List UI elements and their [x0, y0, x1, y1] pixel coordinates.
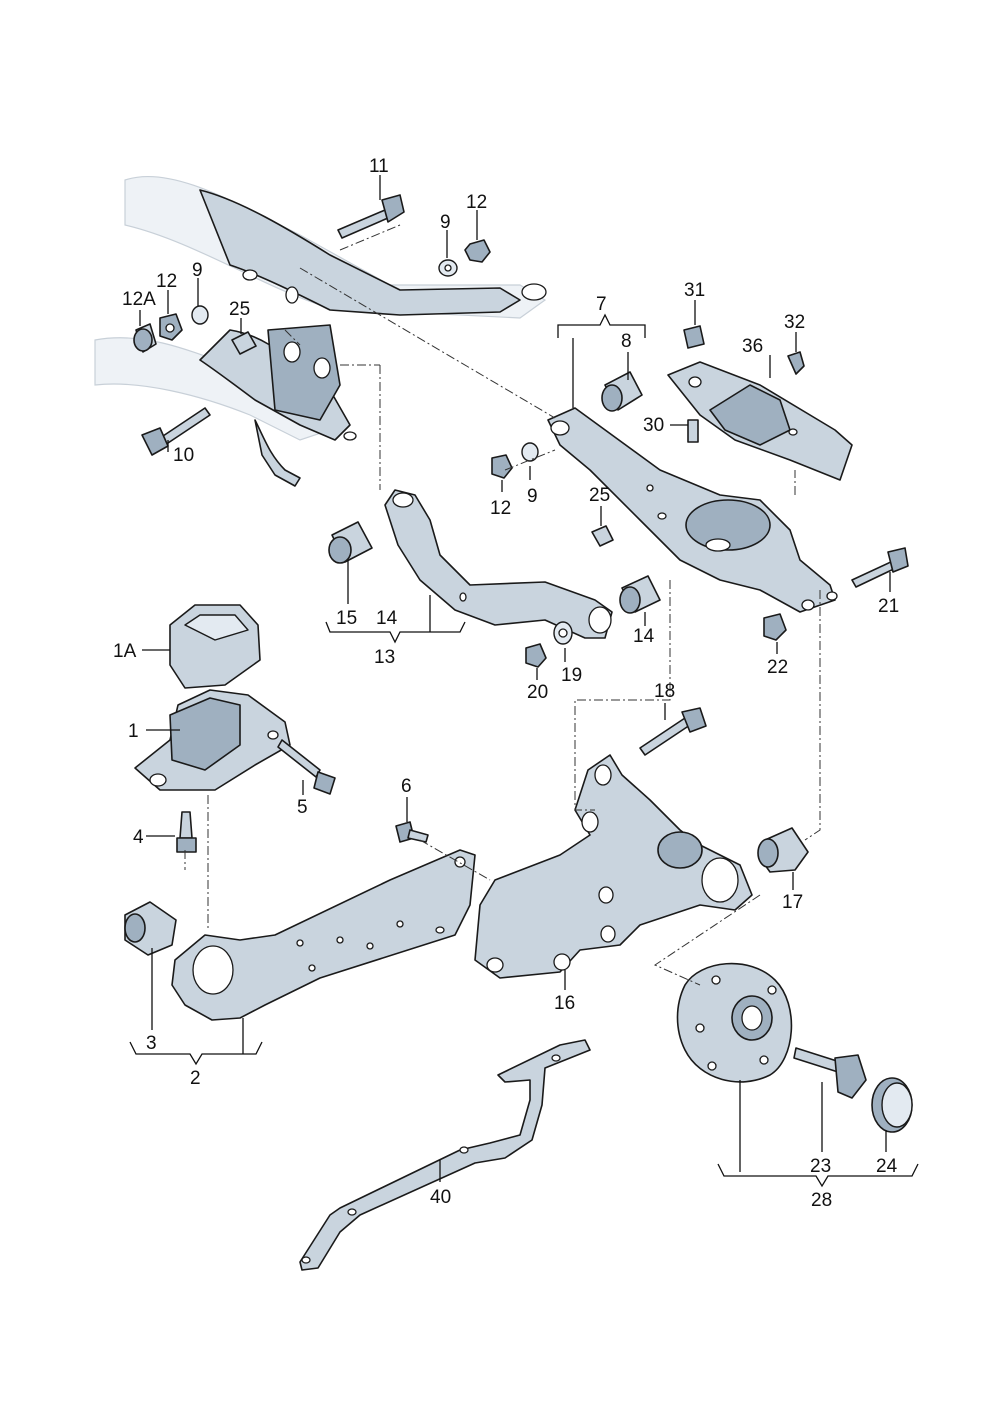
label-13: 13	[374, 647, 395, 668]
bushing-8	[601, 371, 643, 412]
washer-9-top	[438, 259, 458, 277]
callout-labels: 11 9 12 12 9 12A 25 10 7 8 31 32 36 30 1…	[113, 156, 899, 1211]
bolt-18	[639, 707, 707, 756]
clip-25-top	[231, 331, 257, 355]
label-14: 14	[633, 626, 655, 647]
nut-22	[763, 613, 787, 641]
nut-12-top	[464, 239, 491, 263]
hub-cap-24	[871, 1077, 913, 1133]
label-17: 17	[782, 892, 803, 913]
bolt-30	[687, 419, 699, 443]
label-9: 9	[440, 212, 451, 233]
hub-bolt-23	[793, 1047, 867, 1099]
label-24: 24	[876, 1156, 898, 1177]
washer-9-arm	[521, 442, 539, 462]
label-1A: 1A	[113, 641, 137, 662]
label-1: 1	[128, 721, 139, 742]
bushing-17	[757, 827, 809, 873]
label-5: 5	[297, 797, 308, 818]
bolt-6	[395, 821, 429, 843]
label-16: 16	[554, 993, 575, 1014]
label-8: 8	[621, 331, 632, 352]
label-25: 25	[229, 299, 250, 320]
bushing-3	[124, 901, 177, 956]
nut-31	[683, 325, 705, 349]
label-21: 21	[878, 596, 899, 617]
label-4: 4	[133, 827, 144, 848]
spring-plate-36	[667, 361, 853, 481]
label-30: 30	[643, 415, 664, 436]
label-12: 12	[490, 498, 511, 519]
label-2: 2	[190, 1068, 201, 1089]
screw-32	[787, 351, 805, 375]
label-19: 19	[561, 665, 582, 686]
bolt-5	[277, 739, 336, 795]
label-14: 14	[376, 608, 398, 629]
clip-25-arm	[591, 525, 614, 547]
label-40: 40	[430, 1187, 451, 1208]
pad-1A	[169, 604, 261, 689]
leader-lines	[129, 175, 919, 1188]
label-23: 23	[810, 1156, 831, 1177]
bracket-40	[299, 1039, 591, 1271]
label-9: 9	[192, 260, 203, 281]
label-12: 12	[466, 192, 487, 213]
label-20: 20	[527, 682, 548, 703]
eccentric-washer-19	[553, 621, 573, 645]
control-arm-14	[384, 489, 613, 639]
bolt-11	[337, 194, 405, 239]
bushing-14	[619, 575, 661, 614]
label-7: 7	[596, 294, 607, 315]
bushing-15	[328, 521, 373, 564]
label-11: 11	[369, 156, 389, 177]
nut-12-left	[159, 313, 183, 341]
wheel-hub-28	[676, 962, 793, 1083]
label-28: 28	[811, 1190, 832, 1211]
assembly-lines	[184, 224, 821, 986]
screw-4	[176, 811, 197, 853]
label-12: 12	[156, 271, 177, 292]
label-18: 18	[654, 681, 675, 702]
label-9: 9	[527, 486, 538, 507]
label-10: 10	[173, 445, 194, 466]
label-32: 32	[784, 312, 805, 333]
label-15: 15	[336, 608, 357, 629]
label-6: 6	[401, 776, 412, 797]
bushing-12A	[133, 323, 157, 353]
bolt-21	[851, 547, 909, 588]
label-31: 31	[684, 280, 705, 301]
washer-9-left	[191, 305, 209, 325]
nut-20	[525, 643, 547, 668]
trailing-arm-2	[171, 849, 476, 1021]
nut-12-arm	[491, 454, 513, 479]
rear-subframe	[94, 175, 547, 487]
label-36: 36	[742, 336, 763, 357]
wheel-carrier-16	[474, 754, 753, 979]
label-25: 25	[589, 485, 610, 506]
control-arm-7	[547, 407, 838, 613]
label-12A: 12A	[122, 289, 156, 310]
bolt-10	[141, 407, 211, 456]
label-22: 22	[767, 657, 788, 678]
label-3: 3	[146, 1033, 157, 1054]
mount-bracket-1	[134, 689, 291, 791]
